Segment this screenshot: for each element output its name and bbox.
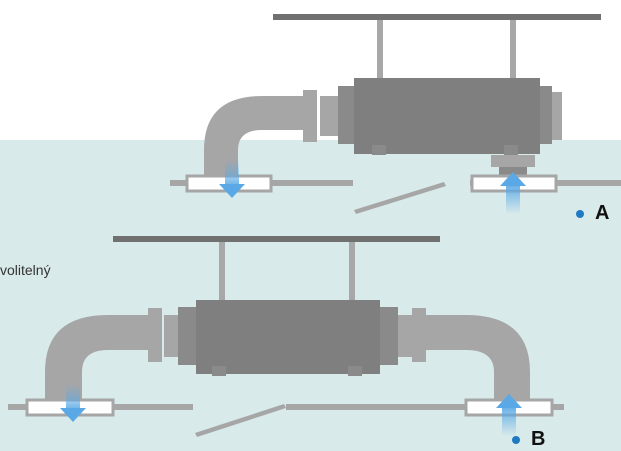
unit-foot-a-left <box>372 145 386 155</box>
flange-a-2 <box>320 96 338 136</box>
unit-body-b <box>196 300 380 374</box>
flange-b-3 <box>398 315 412 357</box>
elbow-duct-a <box>204 96 305 178</box>
variant-b-marker: B <box>512 428 545 451</box>
flange-a-1 <box>303 90 317 142</box>
ceiling-slope-b <box>195 404 286 437</box>
flange-b-2 <box>164 315 178 357</box>
unit-foot-a-right <box>504 145 518 155</box>
outlet-spigot-a <box>491 155 535 167</box>
hanger-rod-b-right <box>349 242 355 300</box>
unit-body-a-right-cap <box>540 86 552 144</box>
unit-body-b-left-cap <box>178 307 196 365</box>
bullet-dot-icon <box>576 209 584 218</box>
elbow-duct-b-left <box>45 315 150 402</box>
elbow-duct-b-right <box>424 315 530 402</box>
variant-a-label: A <box>595 202 610 224</box>
ceiling-beam-b <box>113 236 440 242</box>
variant-a-marker: A <box>576 202 609 225</box>
bullet-dot-icon <box>512 435 520 444</box>
variant-b-label: B <box>531 428 546 450</box>
arrow-up-icon <box>496 394 522 436</box>
ceiling-line-b-right <box>286 404 564 410</box>
unit-body-a-left-cap <box>338 86 354 144</box>
arrow-down-icon <box>60 384 86 422</box>
arrow-down-icon <box>219 160 245 198</box>
hanger-rod-a-left <box>377 20 383 80</box>
unit-body-b-right-cap <box>380 307 398 365</box>
variant-b-installation <box>8 236 564 437</box>
flange-a-3 <box>552 92 562 140</box>
arrow-up-icon <box>500 172 526 214</box>
unit-foot-b-left <box>212 366 226 376</box>
flange-b-4 <box>412 308 426 362</box>
ceiling-slope-a <box>354 182 446 214</box>
hanger-rod-b-left <box>219 242 225 300</box>
unit-foot-b-right <box>348 366 362 376</box>
unit-body-a <box>354 78 540 154</box>
flange-b-1 <box>148 308 162 362</box>
variant-a-installation <box>170 14 621 214</box>
ceiling-beam-a <box>273 14 601 20</box>
optional-label: volitelný <box>0 262 51 278</box>
